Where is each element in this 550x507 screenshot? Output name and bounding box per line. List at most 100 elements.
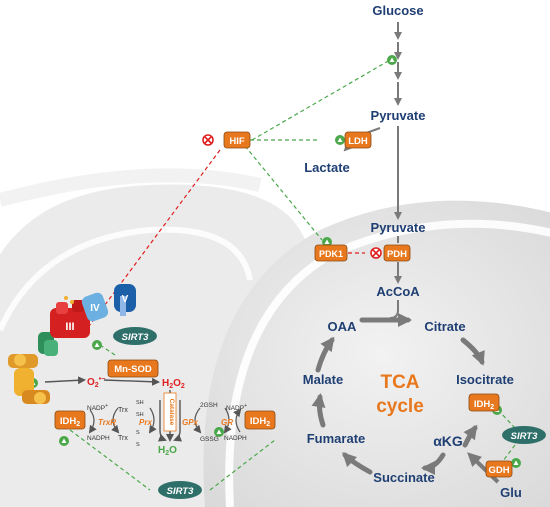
superoxide-label: O: [87, 377, 95, 388]
h2o2-h: H: [162, 378, 169, 389]
idh2-right-label: IDH: [250, 416, 267, 427]
sirt3-bottom-badge: SIRT3: [158, 481, 202, 499]
ldh-label: LDH: [348, 136, 368, 147]
sirt3-top-badge: SIRT3: [113, 327, 157, 345]
gdh-box: GDH: [485, 460, 513, 478]
accoa-joining-arrow: [389, 300, 399, 319]
nadp-right: NADP: [226, 405, 244, 412]
fumarate-label: Fumarate: [307, 431, 366, 446]
superoxide-superscript: •−: [99, 376, 106, 383]
nadph-left: NADPH: [87, 435, 110, 442]
pyruvate-cytosol-label: Pyruvate: [371, 108, 426, 123]
activation-icon: [92, 340, 102, 350]
inhibition-icon: [370, 247, 382, 259]
activation-icon: [59, 436, 69, 446]
tca-cycle-arrows: [311, 313, 485, 475]
s-bottom2: S: [136, 442, 140, 448]
activation-icon: [387, 55, 397, 65]
activation-icon: [511, 458, 521, 468]
ldh-box: LDH: [344, 131, 372, 149]
glu-to-akg-arrow: [467, 452, 500, 484]
gdh-label: GDH: [488, 465, 509, 476]
redox-arcs: [88, 407, 242, 434]
inhibition-lines: [89, 149, 365, 326]
metabolite-labels: Glucose Pyruvate Lactate Pyruvate AcCoA …: [303, 3, 522, 500]
sirt3-bottom-label: SIRT3: [167, 486, 194, 497]
gr-label: GR: [221, 418, 233, 427]
sirt3-tca-badge: SIRT3: [502, 426, 546, 444]
complex-iii: III: [50, 300, 90, 338]
malate-label: Malate: [303, 372, 343, 387]
trx-bottom: Trx: [118, 435, 128, 442]
idh2-left-label: IDH: [60, 416, 77, 427]
mnsod-box: Mn-SOD: [107, 359, 159, 378]
pyruvate-mito-label: Pyruvate: [371, 220, 426, 235]
h2o-sub: 2: [165, 450, 169, 457]
complex-v-label: V: [122, 294, 129, 305]
svg-text:IDH2: IDH2: [250, 416, 270, 428]
complex-iv-label: IV: [90, 303, 100, 314]
trxr-label: TrxR: [98, 418, 116, 427]
idh2-left-box: IDH2: [54, 410, 86, 430]
sirt3-tca-label: SIRT3: [511, 431, 538, 442]
h2o2-sub1: 2: [169, 383, 173, 390]
nadph-right: NADPH: [224, 435, 247, 442]
gsh-label: 2GSH: [200, 402, 218, 409]
h2o-o: O: [169, 445, 177, 456]
h2o2-sub2: 2: [181, 383, 185, 390]
complex-v: V: [114, 284, 136, 316]
activation-lines: [69, 59, 516, 491]
nadp-left: NADP: [87, 405, 105, 412]
pdh-box: PDH: [383, 244, 411, 262]
idh2-tca-subscript: 2: [490, 404, 494, 411]
svg-text:NADP+: NADP+: [226, 403, 247, 412]
complex-iv: IV: [81, 292, 109, 322]
idh2-right-subscript: 2: [266, 421, 270, 428]
complex-ii: [38, 332, 58, 356]
respiratory-complexes: III IV V: [8, 284, 136, 404]
tca-label-line2: cycle: [376, 396, 424, 417]
glucose-label: Glucose: [372, 3, 423, 18]
glu-label: Glu: [500, 485, 522, 500]
lactate-label: Lactate: [304, 160, 350, 175]
sh-top2: SH: [136, 412, 144, 418]
inhibition-icon: [202, 134, 214, 146]
tca-label-line1: TCA: [380, 372, 419, 393]
idh2-tca-label: IDH: [474, 399, 491, 410]
nadp-right-sup: +: [244, 403, 247, 409]
gssg-label: GSSG: [200, 436, 219, 443]
svg-text:H2O2: H2O2: [162, 378, 185, 390]
isocitrate-label: Isocitrate: [456, 372, 514, 387]
inhibition-markers: [202, 134, 382, 259]
catalase-box: Catalase: [163, 392, 177, 432]
pdk1-label: PDK1: [319, 249, 343, 259]
redox-labels: NADP+ NADPH TrxR Trx SH SH Trx S S Prx G…: [87, 400, 247, 448]
activation-icon: [322, 237, 332, 247]
ros-labels: O2•− H2O2 H2O: [87, 376, 185, 457]
idh2-tca-box: IDH2: [468, 393, 500, 412]
sirt3-top-label: SIRT3: [122, 332, 149, 343]
activation-icon: [335, 135, 345, 145]
sh-top1: SH: [136, 400, 144, 406]
activation-icon: [214, 427, 224, 437]
accoa-label: AcCoA: [376, 284, 420, 299]
hif-box: HIF: [223, 131, 251, 149]
svg-text:IDH2: IDH2: [474, 399, 494, 411]
idh2-right-box: IDH2: [244, 410, 276, 430]
prx-label: Prx: [139, 418, 152, 427]
svg-text:O2•−: O2•−: [87, 376, 105, 389]
catalase-label: Catalase: [168, 399, 175, 426]
hif-label: HIF: [229, 136, 245, 147]
svg-text:H2O: H2O: [158, 445, 177, 457]
pdh-label: PDH: [387, 249, 407, 260]
citrate-label: Citrate: [424, 319, 465, 334]
complex-i: [8, 354, 50, 404]
svg-text:IDH2: IDH2: [60, 416, 80, 428]
oaa-label: OAA: [328, 319, 358, 334]
pdk1-box: PDK1: [314, 244, 348, 262]
succinate-label: Succinate: [373, 470, 434, 485]
idh2-left-subscript: 2: [76, 421, 80, 428]
mnsod-label: Mn-SOD: [114, 364, 152, 375]
